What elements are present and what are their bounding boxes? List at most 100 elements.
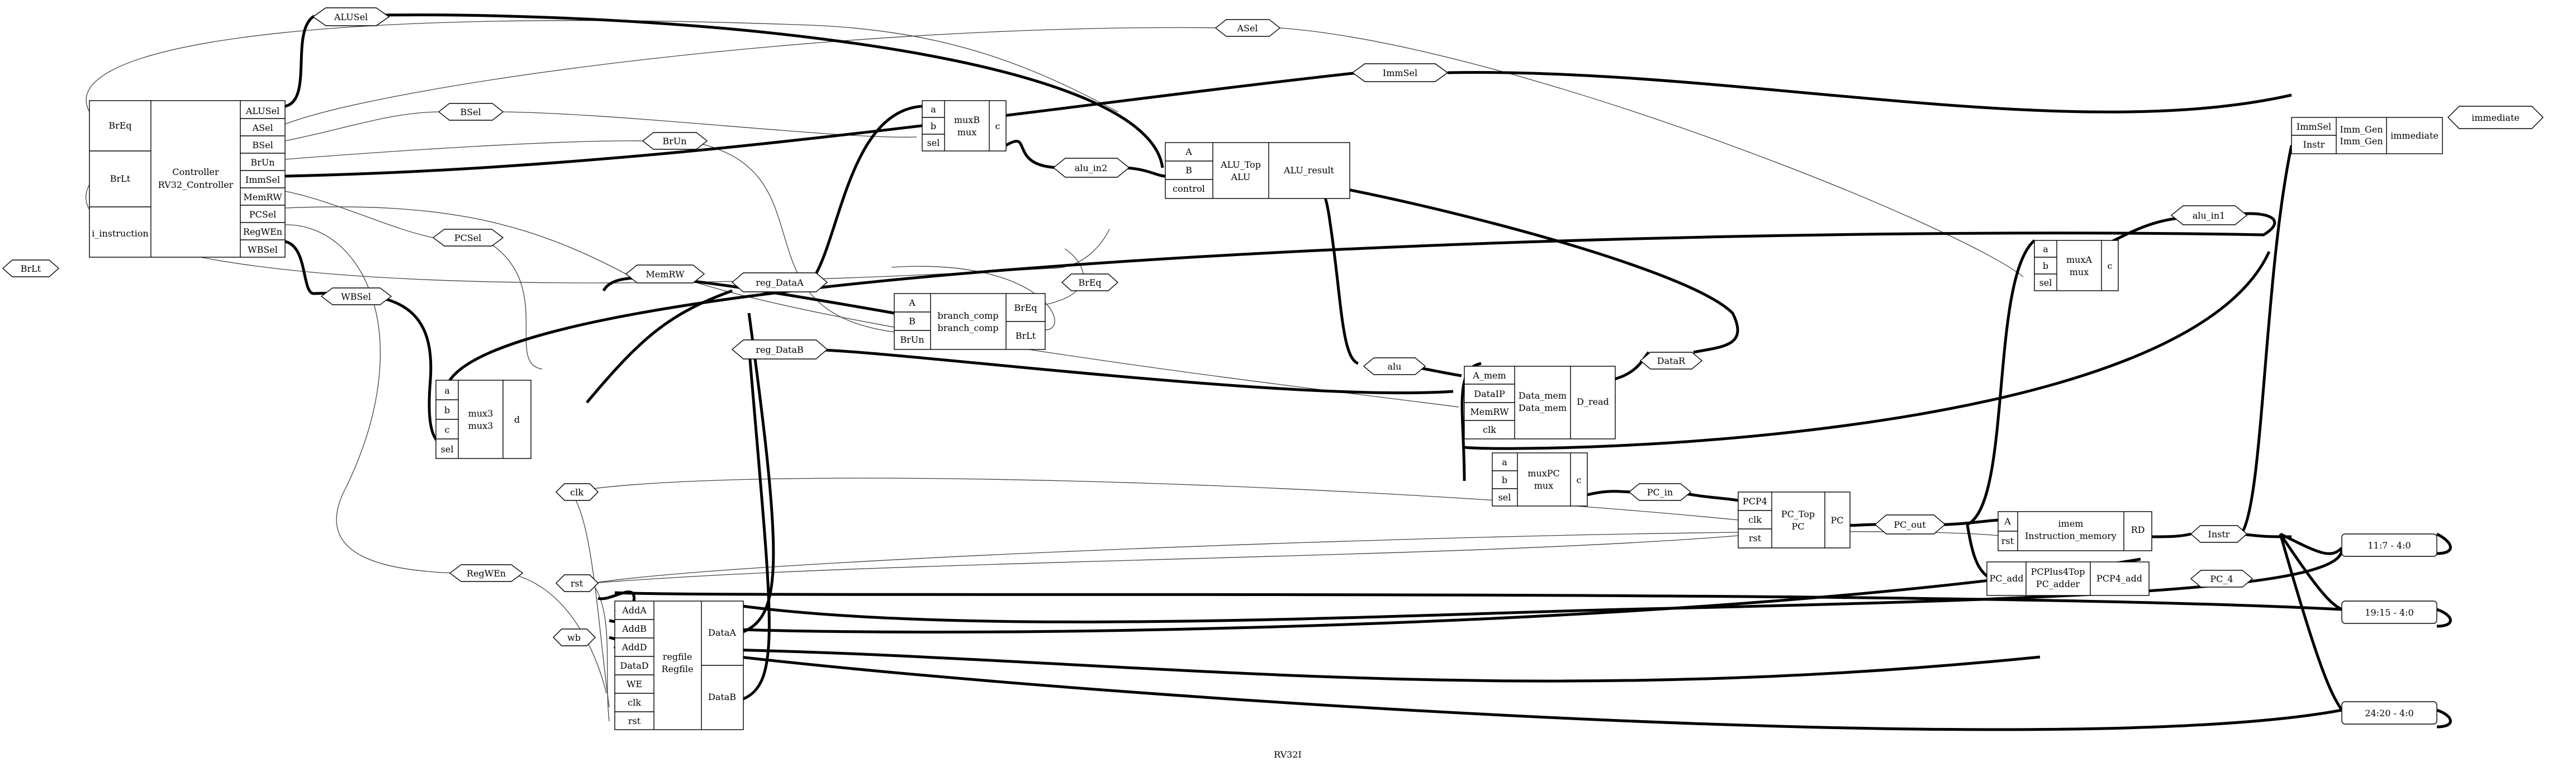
mux3-port-a: a <box>444 385 450 396</box>
mux3-out: d <box>514 414 520 425</box>
pc-adder-module[interactable]: PC_add PCPlus4Top PC_adder PCP4_add <box>1986 561 2150 596</box>
svg-text:ASel: ASel <box>1236 23 1258 34</box>
svg-text:11:7 - 4:0: 11:7 - 4:0 <box>2368 540 2411 551</box>
regfile-type: Regfile <box>661 664 693 674</box>
signal-PCSel[interactable]: PCSel <box>432 229 504 247</box>
muxB-port-sel: sel <box>927 138 940 148</box>
data-mem-module[interactable]: A_mem DataIP MemRW clk Data_mem Data_mem… <box>1464 366 1616 439</box>
controller-in-BrLt: BrLt <box>110 173 131 184</box>
signal-ASel[interactable]: ASel <box>1215 19 1281 37</box>
diagram-title: RV32I <box>1274 749 1302 760</box>
signal-labels: ALUSel ASel ImmSel immediate BSel BrUn a… <box>2 7 2544 646</box>
controller-name: Controller <box>172 167 219 177</box>
signal-DataR[interactable]: DataR <box>1639 352 1703 370</box>
controller-module[interactable]: BrEq BrLt i_instruction Controller RV32_… <box>89 100 286 258</box>
signal-RegWEn[interactable]: RegWEn <box>449 564 524 582</box>
svg-text:immediate: immediate <box>2471 112 2520 123</box>
muxB-type: mux <box>957 127 977 138</box>
regfile-out-DataB: DataB <box>708 692 736 702</box>
svg-text:DataR: DataR <box>1657 356 1686 366</box>
regfile-port-AddB: AddB <box>622 623 647 634</box>
svg-text:MemRW: MemRW <box>646 269 685 280</box>
signal-WBSel[interactable]: WBSel <box>320 287 392 305</box>
svg-text:alu_in2: alu_in2 <box>1075 163 1108 173</box>
controller-out-ASel: ASel <box>252 122 273 133</box>
signal-clk[interactable]: clk <box>556 483 599 501</box>
signal-BSel[interactable]: BSel <box>438 103 504 121</box>
muxB-name: muxB <box>954 115 980 125</box>
datamem-out: D_read <box>1577 396 1609 407</box>
signal-BrLt[interactable]: BrLt <box>2 259 60 277</box>
slice-19-15[interactable]: 19:15 - 4:0 <box>2341 600 2437 624</box>
signal-ImmSel[interactable]: ImmSel <box>1351 63 1449 82</box>
signal-BrEq[interactable]: BrEq <box>1061 273 1119 291</box>
datamem-type: Data_mem <box>1519 403 1567 413</box>
controller-in-instruction: i_instruction <box>92 228 149 239</box>
regfile-port-DataD: DataD <box>620 660 648 671</box>
imm-gen-type: Imm_Gen <box>2340 136 2383 146</box>
pcadder-type: PC_adder <box>2036 579 2080 589</box>
alu-port-B: B <box>1185 165 1192 176</box>
signal-PC-in[interactable]: PC_in <box>1628 483 1692 501</box>
slice-24-20[interactable]: 24:20 - 4:0 <box>2341 701 2437 725</box>
datamem-port-clk: clk <box>1483 424 1496 435</box>
svg-text:PCSel: PCSel <box>454 233 482 243</box>
signal-wb[interactable]: wb <box>553 628 596 646</box>
mux3-module[interactable]: a b c sel mux3 mux3 d <box>435 380 532 459</box>
branch-comp-module[interactable]: A B BrUn branch_comp branch_comp BrEq Br… <box>894 293 1046 350</box>
muxPC-name: muxPC <box>1527 468 1560 479</box>
muxPC-type: mux <box>1534 480 1554 491</box>
muxA-module[interactable]: a b sel muxA mux c <box>2034 240 2119 291</box>
svg-text:ImmSel: ImmSel <box>1383 68 1417 78</box>
controller-in-BrEq: BrEq <box>108 120 131 131</box>
pc-type: PC <box>1791 521 1804 532</box>
signal-ALUSel[interactable]: ALUSel <box>312 7 390 26</box>
controller-out-BrUn: BrUn <box>250 157 274 168</box>
regfile-port-AddA: AddA <box>622 605 647 616</box>
svg-text:reg_DataB: reg_DataB <box>756 344 803 355</box>
signal-PC-out[interactable]: PC_out <box>1874 514 1946 535</box>
signal-reg-DataA[interactable]: reg_DataA <box>731 272 828 292</box>
signal-PC-4[interactable]: PC_4 <box>2190 570 2254 588</box>
regfile-name: regfile <box>663 651 692 662</box>
pc-name: PC_Top <box>1781 509 1815 519</box>
regfile-module[interactable]: AddA AddB AddD DataD WE clk rst regfile … <box>614 600 744 730</box>
svg-text:PC_4: PC_4 <box>2210 574 2233 584</box>
alu-module[interactable]: A B control ALU_Top ALU ALU_result <box>1165 142 1350 199</box>
controller-out-RegWEn: RegWEn <box>243 226 282 237</box>
svg-text:RegWEn: RegWEn <box>467 568 506 579</box>
imem-port-A: A <box>2004 516 2011 527</box>
svg-text:24:20 - 4:0: 24:20 - 4:0 <box>2365 708 2413 718</box>
svg-text:BrLt: BrLt <box>21 263 41 274</box>
signal-BrUn[interactable]: BrUn <box>642 132 708 150</box>
imm-gen-out: immediate <box>2390 130 2439 141</box>
pc-module[interactable]: PCP4 clk rst PC_Top PC PC <box>1738 491 1851 549</box>
slice-11-7[interactable]: 11:7 - 4:0 <box>2341 533 2437 557</box>
pc-port-PCP4: PCP4 <box>1743 496 1767 507</box>
datamem-name: Data_mem <box>1519 390 1567 401</box>
imem-out: RD <box>2131 524 2145 535</box>
controller-instance: RV32_Controller <box>158 179 234 190</box>
mux3-name: mux3 <box>468 408 494 419</box>
muxB-module[interactable]: a b sel muxB mux c <box>922 100 1007 152</box>
mux3-port-c: c <box>445 424 450 435</box>
pcadder-out: PCP4_add <box>2096 573 2142 584</box>
inst-mem-module[interactable]: A rst imem Instruction_memory RD <box>1998 511 2152 551</box>
muxPC-port-a: a <box>1502 457 1507 467</box>
imem-name: imem <box>2058 518 2084 529</box>
svg-text:Instr: Instr <box>2208 529 2230 540</box>
signal-alu-in2[interactable]: alu_in2 <box>1052 158 1130 178</box>
signal-immediate[interactable]: immediate <box>2447 106 2544 129</box>
signal-reg-DataB[interactable]: reg_DataB <box>731 339 828 360</box>
signal-Instr[interactable]: Instr <box>2190 525 2248 543</box>
signal-rst[interactable]: rst <box>556 574 599 592</box>
svg-text:WBSel: WBSel <box>341 291 371 302</box>
signal-alu[interactable]: alu <box>1363 357 1426 375</box>
branch-out-BrEq: BrEq <box>1014 302 1037 313</box>
controller-out-WBSel: WBSel <box>248 244 278 255</box>
signal-alu-in1[interactable]: alu_in1 <box>2170 205 2248 225</box>
imm-gen-module[interactable]: ImmSel Instr Imm_Gen Imm_Gen immediate <box>2291 117 2443 154</box>
signal-MemRW[interactable]: MemRW <box>625 264 705 283</box>
muxPC-module[interactable]: a b sel muxPC mux c <box>1492 452 1588 507</box>
controller-out-PCSel: PCSel <box>249 209 277 220</box>
